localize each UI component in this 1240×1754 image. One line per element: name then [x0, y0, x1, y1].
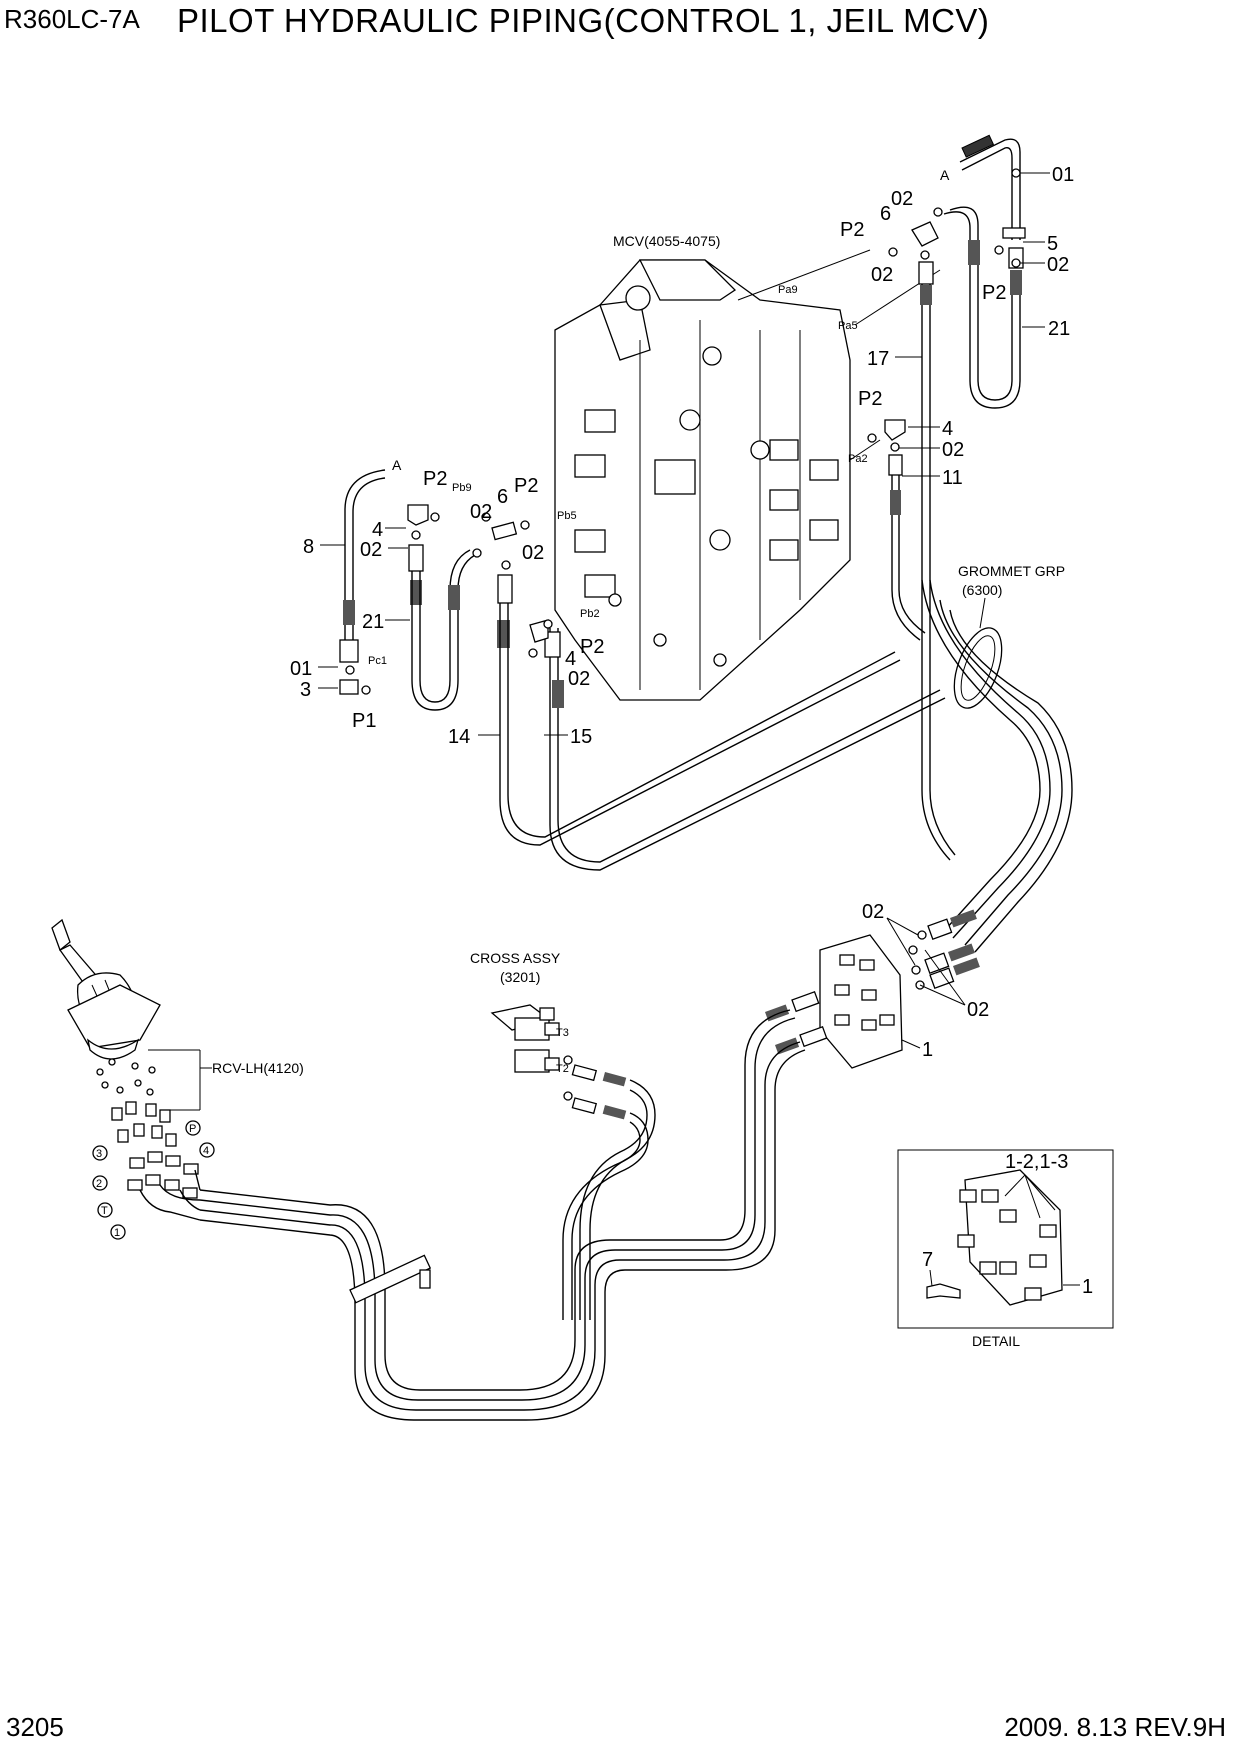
model-number: R360LC-7A — [4, 4, 140, 34]
port-a-left: A — [392, 457, 402, 473]
rcv-port-1: 1 — [114, 1227, 120, 1239]
callout-02-block-top: 02 — [862, 901, 884, 923]
callout-p2-right: P2 — [982, 282, 1006, 304]
callout-p2-left2: P2 — [514, 475, 538, 497]
page-title: PILOT HYDRAULIC PIPING(CONTROL 1, JEIL M… — [177, 2, 990, 39]
callout-02-a: 02 — [891, 188, 913, 210]
port-pb9: Pb9 — [452, 482, 472, 494]
port-pb5: Pb5 — [557, 510, 577, 522]
port-t2: T2 — [556, 1063, 569, 1075]
callout-17: 17 — [867, 348, 889, 370]
rcv-port-markers: 3 2 T 1 P 4 — [92, 1120, 215, 1240]
callout-11: 11 — [942, 467, 963, 489]
callout-02-b: 02 — [871, 264, 893, 286]
callout-01-top: 01 — [1052, 164, 1074, 186]
callout-4-left: 4 — [372, 519, 383, 541]
port-pa5: Pa5 — [838, 320, 858, 332]
page-number: 3205 — [6, 1712, 64, 1742]
callout-15: 15 — [570, 726, 592, 748]
callout-21-left: 21 — [362, 611, 384, 633]
left-hoses — [339, 469, 946, 871]
mid-right-fittings — [867, 419, 926, 641]
port-a-top: A — [940, 167, 950, 183]
callout-02-c: 02 — [1047, 254, 1069, 276]
callout-p2-mid: P2 — [858, 388, 882, 410]
callout-4-low: 4 — [565, 648, 576, 670]
cross-assy — [490, 1004, 656, 1320]
rcv-port-t: T — [101, 1205, 108, 1217]
mcv-valve-body — [554, 259, 851, 701]
cross-assy-label-2: (3201) — [500, 969, 540, 985]
callout-02-block-bot: 02 — [967, 999, 989, 1021]
port-pa9: Pa9 — [778, 284, 798, 296]
rcv-joystick — [51, 918, 201, 1221]
hose-bundle-right — [921, 579, 1073, 953]
callout-1-detail: 1 — [1082, 1276, 1093, 1298]
detail-label: DETAIL — [972, 1333, 1020, 1349]
rcv-port-p: P — [189, 1123, 196, 1135]
callout-p2-left: P2 — [423, 468, 447, 490]
callout-1-block: 1 — [922, 1039, 933, 1061]
callout-4-right: 4 — [942, 418, 953, 440]
revision-date: 2009. 8.13 REV.9H — [1004, 1712, 1226, 1742]
callout-8: 8 — [303, 536, 314, 558]
callout-p2-top: P2 — [840, 219, 864, 241]
port-pc1: Pc1 — [368, 655, 387, 667]
callout-21-right: 21 — [1048, 318, 1070, 340]
grommet-label-2: (6300) — [962, 582, 1002, 598]
rcv-port-3: 3 — [96, 1148, 102, 1160]
cross-assy-label-1: CROSS ASSY — [470, 950, 561, 966]
callout-02-g: 02 — [522, 542, 544, 564]
callout-7: 7 — [922, 1249, 933, 1271]
port-pa2: Pa2 — [848, 453, 868, 465]
top-right-hoses — [888, 134, 1026, 861]
callout-14: 14 — [448, 726, 470, 748]
port-pb2: Pb2 — [580, 608, 600, 620]
grommet-label-1: GROMMET GRP — [958, 563, 1065, 579]
callout-6-top: 6 — [880, 203, 891, 225]
callout-3: 3 — [300, 679, 311, 701]
callout-p1: P1 — [352, 710, 376, 732]
rcv-label: RCV-LH(4120) — [212, 1060, 304, 1076]
rcv-port-4: 4 — [203, 1145, 209, 1157]
callout-02-f: 02 — [470, 501, 492, 523]
mcv-label: MCV(4055-4075) — [613, 233, 720, 249]
detail-box — [897, 1149, 1114, 1329]
callout-p2-low: P2 — [580, 636, 604, 658]
callout-01-left: 01 — [290, 658, 312, 680]
callout-02-d: 02 — [942, 439, 964, 461]
junction-block — [765, 909, 980, 1069]
callout-02-h: 02 — [568, 668, 590, 690]
port-t3: T3 — [556, 1027, 569, 1039]
rcv-port-2: 2 — [96, 1178, 102, 1190]
callout-1-2-1-3: 1-2,1-3 — [1005, 1151, 1068, 1173]
grommet — [953, 627, 1003, 709]
callout-5: 5 — [1047, 233, 1058, 255]
hose-bundle-main — [199, 1009, 806, 1421]
callout-6-left: 6 — [497, 486, 508, 508]
callout-02-e: 02 — [360, 539, 382, 561]
